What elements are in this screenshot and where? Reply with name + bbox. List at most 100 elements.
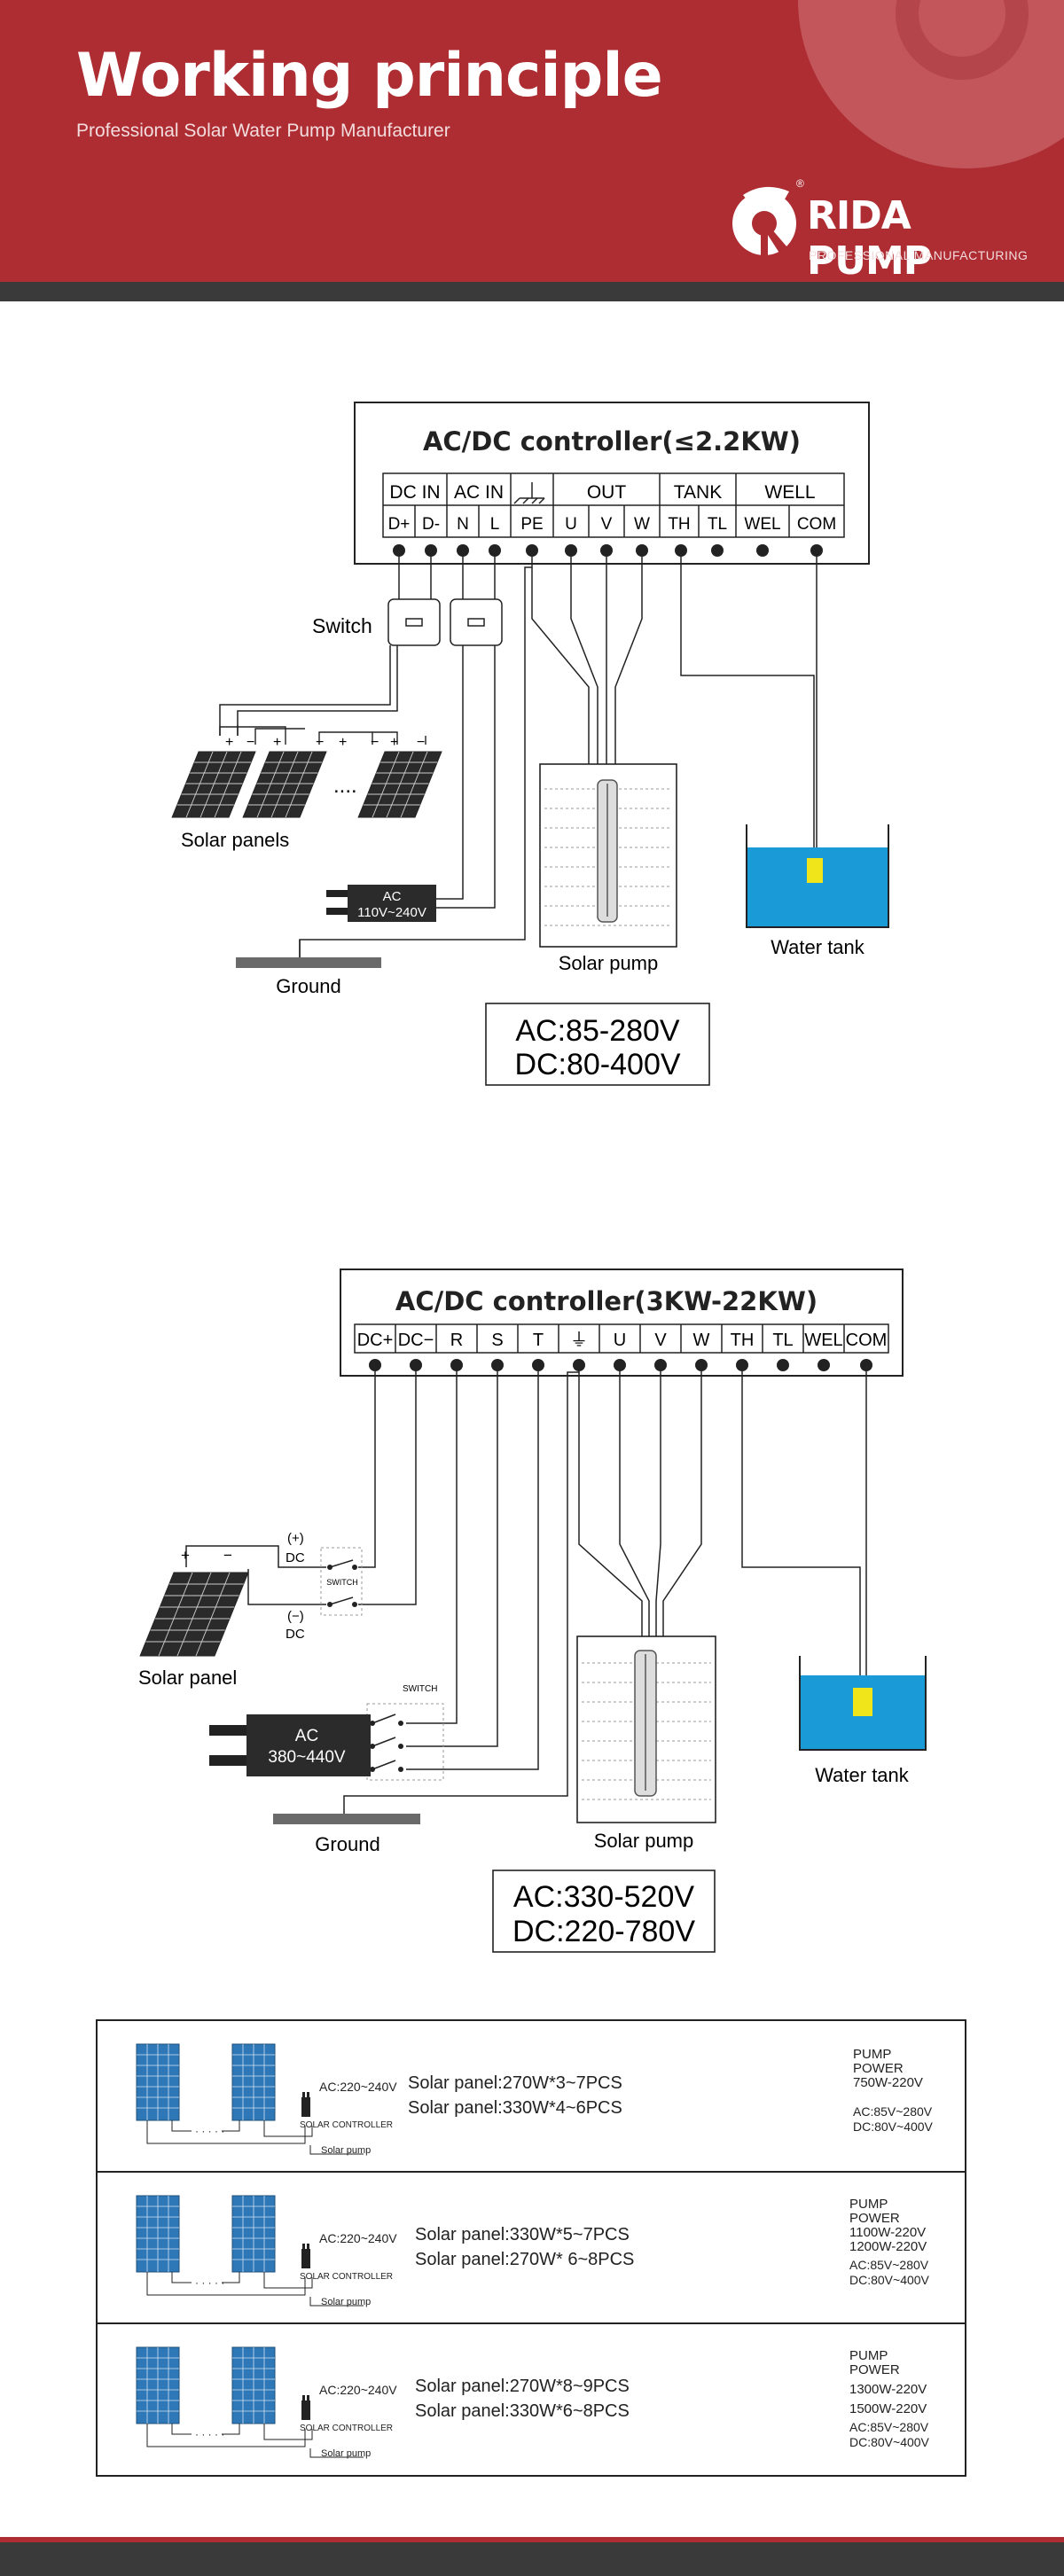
power-value: 1100W-220V xyxy=(849,2225,927,2240)
page-title: Working principle xyxy=(76,41,663,111)
group-ac-in: AC IN xyxy=(454,482,504,503)
pump-label: Solar pump xyxy=(594,1830,694,1852)
spec-dc: DC:80-400V xyxy=(514,1048,680,1081)
solar-panel-label: Solar panel xyxy=(138,1667,237,1689)
terminal-table xyxy=(382,472,845,538)
dc-range: DC:80V~400V xyxy=(853,2119,933,2134)
svg-text:−: − xyxy=(417,735,425,750)
svg-text:+: + xyxy=(225,735,233,750)
svg-text:· · · · ·: · · · · · xyxy=(195,2125,224,2137)
ac-label: AC xyxy=(383,889,402,904)
wiring-diagram-small: AC/DC controller(≤2.2KW) DC IN AC IN OUT… xyxy=(171,402,889,1086)
ac-label: AC:220~240V xyxy=(319,2383,397,2397)
terminal-label: PE xyxy=(520,515,543,534)
page-subtitle: Professional Solar Water Pump Manufactur… xyxy=(76,121,450,141)
power-header: POWER xyxy=(849,2211,900,2226)
table-row: · · · · · AC:220~240V SOLAR CONTROLLER S… xyxy=(98,2324,965,2476)
spec-dc: DC:220-780V xyxy=(512,1915,695,1948)
solar-panel-icon xyxy=(136,2043,276,2121)
dc-range: DC:80V~400V xyxy=(849,2273,929,2287)
brand-logo[interactable]: RIDA PUMP ® PROFESSIONAL MANUFACTURING xyxy=(727,177,1029,282)
ac-range: AC:85V~280V xyxy=(849,2258,929,2272)
ac-range: AC:85V~280V xyxy=(853,2104,933,2119)
ac-source-icon xyxy=(326,885,436,922)
terminal-label: S xyxy=(491,1331,503,1350)
wiring-thumbnail: · · · · · xyxy=(136,2346,364,2458)
svg-text:−: − xyxy=(371,735,379,750)
panel-config: Solar panel:270W*8~9PCS Solar panel:330W… xyxy=(415,2374,681,2424)
power-value: 750W-220V xyxy=(853,2075,923,2090)
registered-mark: ® xyxy=(796,177,804,190)
pump-well-icon xyxy=(539,763,677,948)
svg-text:· · · · ·: · · · · · xyxy=(195,2428,224,2440)
pump-header: PUMP xyxy=(853,2047,892,2062)
voltage-spec-box xyxy=(492,1870,716,1953)
header-band xyxy=(0,282,1064,301)
tank-label: Water tank xyxy=(815,1764,910,1786)
power-value: 1500W-220V xyxy=(849,2401,927,2416)
ac-range: AC:85V~280V xyxy=(849,2420,929,2434)
page-header: Working principle Professional Solar Wat… xyxy=(0,0,1064,282)
pump-header: PUMP xyxy=(849,2348,888,2363)
pump-label: Solar pump xyxy=(321,2297,372,2307)
panel-config: Solar panel:330W*5~7PCS Solar panel:270W… xyxy=(415,2222,681,2272)
dc-switch-icon xyxy=(320,1547,363,1616)
svg-text:−: − xyxy=(316,735,324,750)
terminal-label: D- xyxy=(422,515,440,534)
pump-header: PUMP xyxy=(849,2197,888,2212)
terminal-label: L xyxy=(490,515,500,534)
svg-text:+: + xyxy=(273,735,281,750)
panel-plus: + xyxy=(181,1547,190,1564)
ac-label: AC:220~240V xyxy=(319,2080,397,2094)
ground-label: Ground xyxy=(276,975,340,997)
pump-power: PUMP POWER 1100W-220V 1200W-220V AC:85V~… xyxy=(849,2197,965,2288)
pump-label: Solar pump xyxy=(321,2448,372,2459)
dc-switch-label: SWITCH xyxy=(326,1578,358,1587)
tank-label: Water tank xyxy=(771,936,865,958)
terminal-label: W xyxy=(634,515,650,534)
terminal-label: DC− xyxy=(398,1331,434,1350)
wiring-thumbnail: · · · · · xyxy=(136,2195,364,2307)
terminal-label: TL xyxy=(772,1331,793,1350)
terminal-label: V xyxy=(654,1331,667,1350)
dc-plus-label: (+) xyxy=(287,1531,304,1546)
ac-switch-icon xyxy=(366,1703,444,1781)
group-tank: TANK xyxy=(674,482,722,503)
controller-box xyxy=(340,1268,904,1377)
water-tank-icon xyxy=(746,824,889,928)
earth-icon xyxy=(513,482,545,504)
dc-minus-label: (−) xyxy=(287,1609,304,1624)
panel-config-2: Solar panel:330W*6~8PCS xyxy=(415,2401,630,2421)
rida-logo-icon xyxy=(732,186,796,257)
terminal-label: COM xyxy=(797,515,836,534)
dc-minus-text: DC xyxy=(286,1627,305,1642)
panel-config-1: Solar panel:270W*8~9PCS xyxy=(415,2377,630,2396)
panel-config-1: Solar panel:270W*3~7PCS xyxy=(408,2073,622,2093)
terminal-label: W xyxy=(693,1331,710,1350)
svg-text:· · · · ·: · · · · · xyxy=(195,2276,224,2289)
terminal-label: WEL xyxy=(744,515,780,534)
panel-config: Solar panel:270W*3~7PCS Solar panel:330W… xyxy=(408,2071,674,2120)
terminal-label: TH xyxy=(668,515,690,534)
terminal-label: COM xyxy=(846,1331,888,1350)
terminal-label: U xyxy=(614,1331,626,1350)
terminal-label: U xyxy=(565,515,577,534)
svg-text:+: + xyxy=(390,735,398,750)
table-row: · · · · · AC:220~240V SOLAR CONTROLLER S… xyxy=(98,2021,965,2173)
footer-accent-line xyxy=(0,2537,1064,2542)
dc-plus-text: DC xyxy=(286,1550,305,1565)
switch-label: Switch xyxy=(312,614,372,637)
ac-switch-label: SWITCH xyxy=(403,1684,437,1694)
wires xyxy=(185,1365,867,1814)
ground-bar xyxy=(273,1814,420,1824)
spec-ac: AC:85-280V xyxy=(515,1014,680,1048)
table-row: · · · · · AC:220~240V SOLAR CONTROLLER S… xyxy=(98,2173,965,2324)
wiring-diagram-large: AC/DC controller(3KW-22KW) DC+ DC− R S T… xyxy=(138,1268,927,1953)
group-dc-in: DC IN xyxy=(389,482,440,503)
power-value: 1300W-220V xyxy=(849,2382,927,2397)
terminal-label: DC+ xyxy=(357,1331,394,1350)
wiring-thumbnail: · · · · · xyxy=(136,2043,364,2155)
terminal-table xyxy=(354,1323,889,1354)
ac-range: 380~440V xyxy=(268,1748,345,1767)
spec-ac: AC:330-520V xyxy=(513,1880,694,1914)
